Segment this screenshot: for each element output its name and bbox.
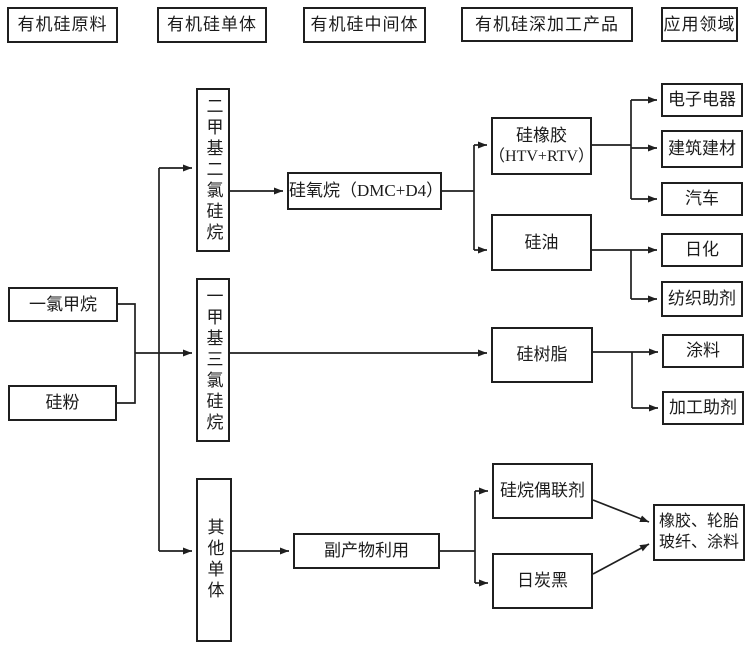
node-silicone-resin: 硅树脂: [491, 327, 593, 383]
header-deep-processed-products: 有机硅深加工产品: [461, 7, 633, 42]
header-intermediates: 有机硅中间体: [303, 7, 426, 43]
node-other-monomers: 其他单体: [196, 478, 232, 642]
node-silicone-rubber-line2: （HTV+RTV）: [489, 147, 594, 165]
node-electronics: 电子电器: [661, 83, 743, 117]
connector-coupling-to-combined: [592, 499, 650, 523]
node-monochloromethane: 一氯甲烷: [8, 287, 118, 322]
connector-carbonblack-to-combined: [592, 543, 650, 575]
node-textile-auxiliary: 纺织助剂: [661, 281, 743, 317]
node-coatings: 涂料: [662, 334, 744, 368]
node-combined-app-line2: 玻纤、涂料: [658, 533, 739, 551]
header-raw-materials: 有机硅原料: [7, 7, 118, 43]
node-dimethyldichlorosilane: 二甲基二氯硅烷: [196, 88, 230, 252]
node-siloxane: 硅氧烷（DMC+D4）: [287, 172, 443, 210]
node-silane-coupling-agent: 硅烷偶联剂: [492, 463, 593, 519]
node-silicone-oil: 硅油: [491, 214, 592, 271]
node-silicone-rubber: 硅橡胶 （HTV+RTV）: [489, 117, 594, 175]
node-daily-chemical: 日化: [661, 233, 743, 267]
node-processing-aids: 加工助剂: [662, 391, 744, 425]
header-application-fields: 应用领域: [661, 7, 738, 42]
node-byproduct-utilization: 副产物利用: [293, 533, 440, 569]
node-methyltrichlorosilane: 一甲基三氯硅烷: [196, 278, 230, 442]
node-carbon-black: 日炭黑: [492, 553, 593, 609]
node-rubber-tire-glassfiber-coating: 橡胶、轮胎 玻纤、涂料: [653, 504, 745, 561]
header-monomers: 有机硅单体: [157, 7, 267, 43]
node-automotive: 汽车: [661, 182, 743, 216]
connector-raw-bracket: [117, 303, 136, 404]
node-construction-materials: 建筑建材: [661, 130, 743, 168]
node-combined-app-line1: 橡胶、轮胎: [658, 512, 739, 530]
node-silicone-rubber-line1: 硅橡胶: [516, 125, 567, 145]
node-silicon-powder: 硅粉: [8, 385, 117, 421]
